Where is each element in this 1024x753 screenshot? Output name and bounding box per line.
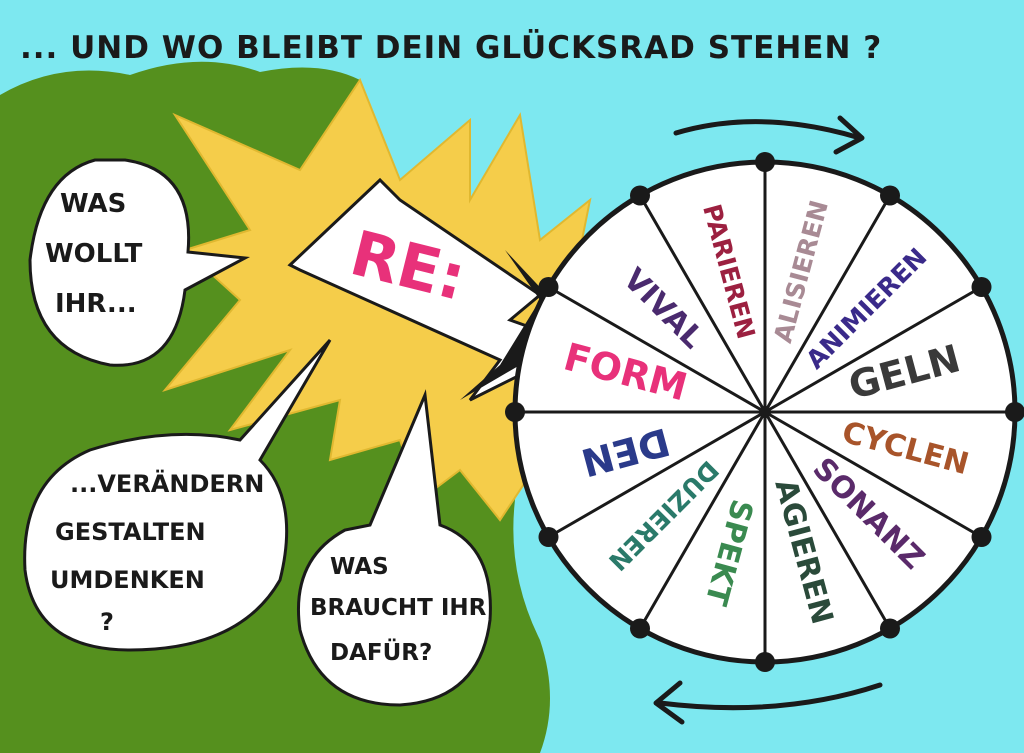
bubble-need-line-2: BRAUCHT IHR [310,595,487,621]
bubble-change-line-4: ? [100,608,114,636]
page-title: ... UND WO BLEIBT DEIN GLÜCKSRAD STEHEN … [20,29,882,66]
speech-bubble-change: ...VERÄNDERN GESTALTEN UMDENKEN ? [23,338,332,652]
speech-bubble-want: WAS WOLLT IHR... [28,158,251,367]
wheel-spoke [763,411,892,630]
wheel-peg [755,652,775,672]
bubble-want-line-1: WAS [60,189,126,219]
wheel-pegs [505,152,1024,672]
wheel-peg [971,527,992,547]
wheel-peg [755,152,775,172]
bubble-need-line-3: DAFÜR? [330,638,432,666]
wheel-spoke [638,411,767,630]
wheel-peg [505,402,525,422]
wheel-peg [538,527,559,547]
bubble-change-line-1: ...VERÄNDERN [70,469,264,498]
wheel-spoke [547,410,766,539]
wheel-peg [880,618,900,639]
spin-arrow-top [673,115,865,155]
wheel-hub [759,406,771,418]
wheel-peg [1005,402,1024,422]
wheel-peg [971,277,992,297]
wheel-peg [538,277,559,297]
bubble-want-line-2: WOLLT [45,239,143,269]
wheel-spoke [638,194,767,413]
wheel-spokes [515,162,1015,662]
bubble-change-line-2: GESTALTEN [55,518,206,546]
bubble-change-line-3: UMDENKEN [50,566,205,594]
wheel-peg [630,618,650,639]
wheel-peg [630,185,650,206]
wheel-peg [880,185,900,206]
wheel-spoke [764,410,983,539]
speech-bubble-need: WAS BRAUCHT IHR DAFÜR? [296,389,492,707]
wheel-spoke [763,194,892,413]
spin-arrow-bottom [653,680,883,725]
wheel-spoke [547,285,766,414]
wheel-spoke [764,285,983,414]
bubble-need-line-1: WAS [330,554,389,580]
bubble-want-line-3: IHR... [55,289,137,319]
